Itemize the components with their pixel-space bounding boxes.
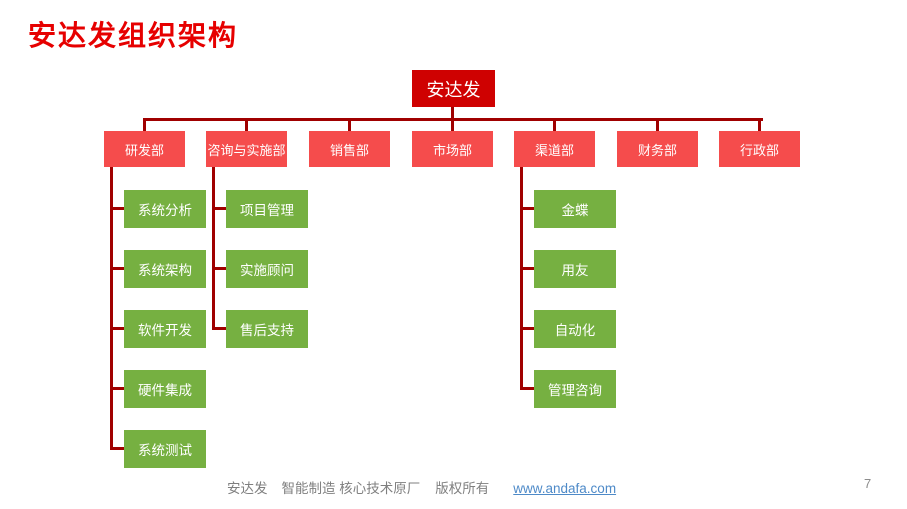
connector-child-stub (110, 327, 126, 330)
dept-node-7: 行政部 (719, 131, 800, 167)
connector-dept-stub (143, 118, 146, 131)
connector-child-stub (520, 267, 536, 270)
connector-root-stem (451, 107, 454, 118)
child-node-1-5: 系统测试 (124, 430, 206, 468)
connector-dept-stub (348, 118, 351, 131)
connector-child-stub (520, 207, 536, 210)
connector-trunk (110, 167, 113, 449)
connector-child-stub (212, 267, 228, 270)
connector-child-stub (110, 387, 126, 390)
child-node-5-3: 自动化 (534, 310, 616, 348)
child-node-1-2: 系统架构 (124, 250, 206, 288)
dept-node-3: 销售部 (309, 131, 390, 167)
dept-node-2: 咨询与实施部 (206, 131, 287, 167)
connector-dept-stub (245, 118, 248, 131)
footer-tagline: 智能制造 核心技术原厂 (281, 481, 421, 496)
connector-child-stub (212, 207, 228, 210)
child-node-5-2: 用友 (534, 250, 616, 288)
dept-node-5: 渠道部 (514, 131, 595, 167)
page-title: 安达发组织架构 (28, 20, 239, 51)
child-node-5-4: 管理咨询 (534, 370, 616, 408)
connector-dept-stub (451, 118, 454, 131)
connector-child-stub (212, 327, 228, 330)
connector-dept-stub (758, 118, 761, 131)
child-node-2-1: 项目管理 (226, 190, 308, 228)
dept-node-1: 研发部 (104, 131, 185, 167)
footer-brand: 安达发 (227, 481, 268, 496)
org-root-node: 安达发 (412, 70, 495, 107)
child-node-5-1: 金蝶 (534, 190, 616, 228)
footer-website-link[interactable]: www.andafa.com (513, 481, 617, 496)
connector-dept-stub (656, 118, 659, 131)
child-node-2-3: 售后支持 (226, 310, 308, 348)
connector-child-stub (110, 207, 126, 210)
connector-trunk (212, 167, 215, 329)
dept-node-4: 市场部 (412, 131, 493, 167)
child-node-1-4: 硬件集成 (124, 370, 206, 408)
footer-rights: 版权所有 (435, 481, 490, 496)
dept-node-6: 财务部 (617, 131, 698, 167)
footer: 安达发 智能制造 核心技术原厂 版权所有 www.andafa.com (227, 477, 616, 497)
connector-child-stub (520, 327, 536, 330)
connector-trunk (520, 167, 523, 389)
child-node-1-3: 软件开发 (124, 310, 206, 348)
connector-child-stub (520, 387, 536, 390)
connector-child-stub (110, 447, 126, 450)
child-node-2-2: 实施顾问 (226, 250, 308, 288)
child-node-1-1: 系统分析 (124, 190, 206, 228)
connector-child-stub (110, 267, 126, 270)
connector-dept-stub (553, 118, 556, 131)
page-number: 7 (864, 476, 872, 491)
